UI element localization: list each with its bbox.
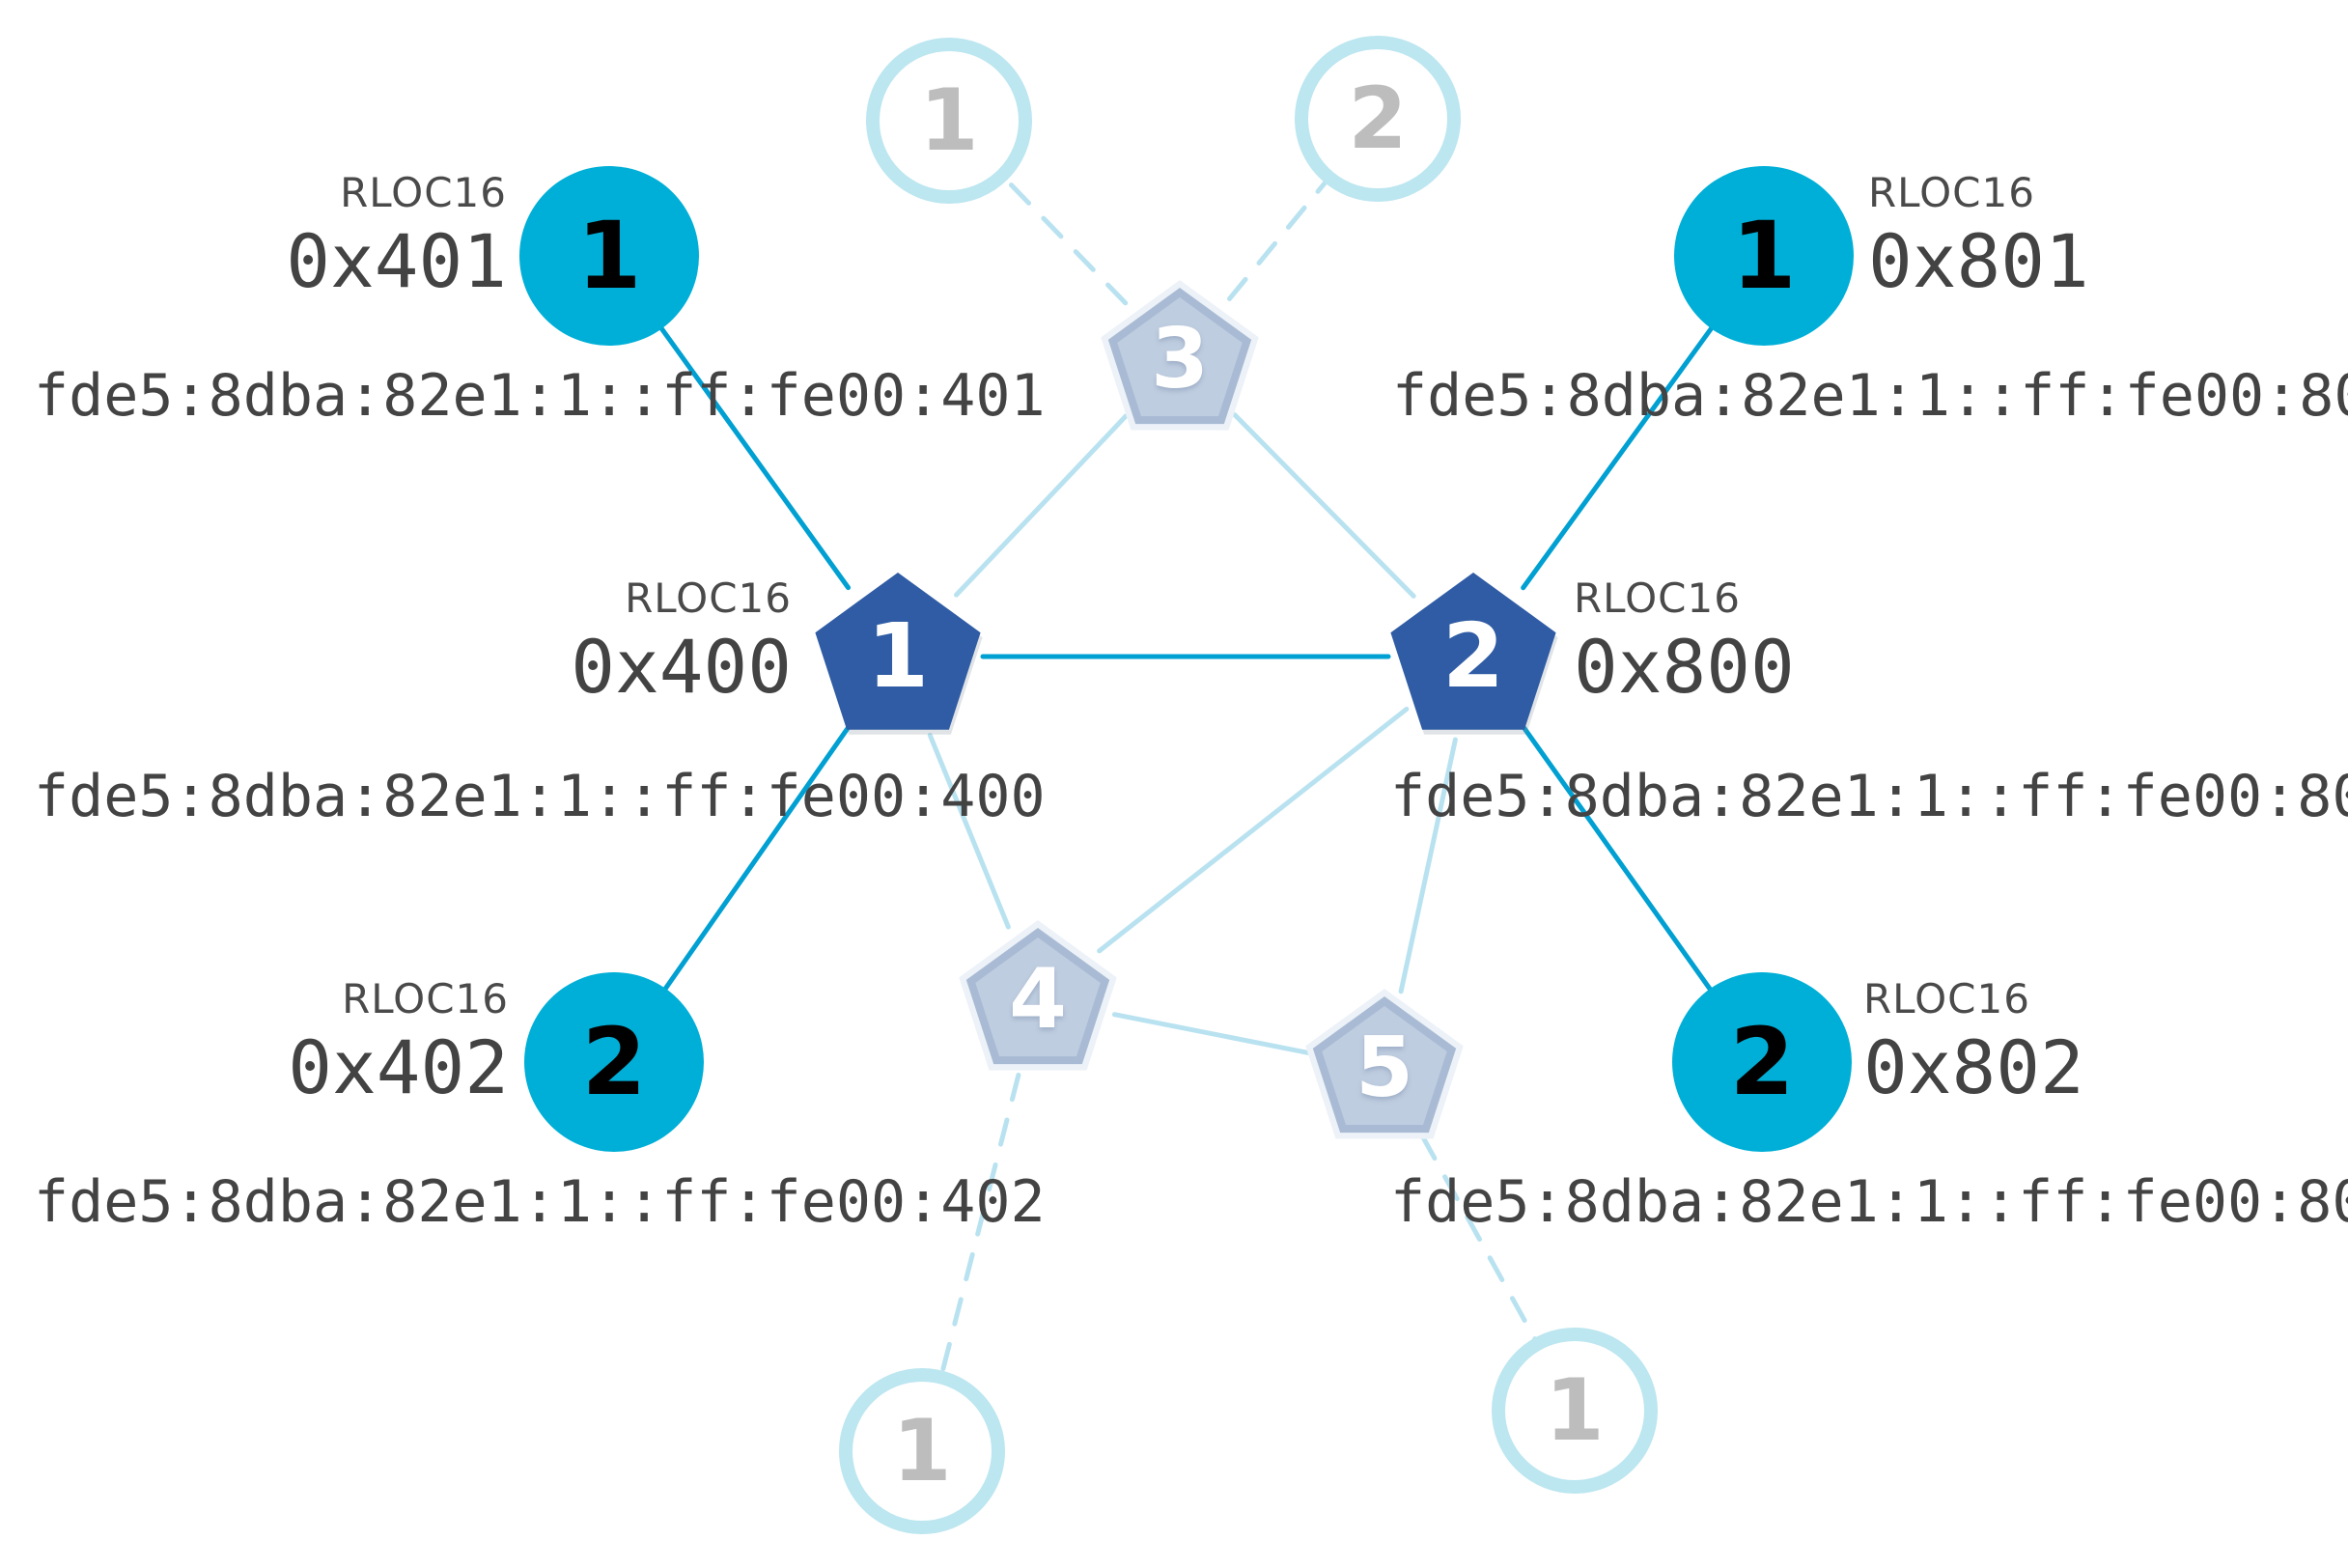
router-node-0x400[interactable]: 1	[806, 565, 990, 748]
faded-child-node[interactable]: 1	[1492, 1328, 1658, 1494]
rloc16-caption: RLOC16	[1574, 574, 1741, 622]
ipv6-address: fde5:8dba:82e1:1::ff:fe00:402	[34, 1168, 1046, 1236]
pentagon-icon	[1390, 573, 1558, 735]
faded-child-node-number: 1	[1545, 1360, 1605, 1460]
rloc16-caption: RLOC16	[1863, 975, 2030, 1022]
faded-router-node[interactable]: 5	[1300, 983, 1469, 1153]
ipv6-address: fde5:8dba:82e1:1::ff:fe00:801	[1392, 362, 2348, 430]
child-node-0x401[interactable]: 1	[519, 166, 699, 346]
ipv6-address: fde5:8dba:82e1:1::ff:fe00:802	[1390, 1168, 2348, 1236]
child-node-number: 1	[1731, 202, 1797, 310]
link-faded	[1097, 706, 1410, 954]
link-active	[1520, 723, 1715, 994]
faded-child-node-number: 1	[892, 1401, 952, 1500]
link-faded-dashed	[938, 1072, 1021, 1378]
rloc16-value: 0x400	[571, 624, 792, 710]
rloc16-caption: RLOC16	[625, 574, 792, 622]
faded-router-node[interactable]: 3	[1095, 274, 1265, 444]
link-active	[1521, 322, 1717, 591]
link-faded	[1232, 412, 1416, 599]
faded-child-node-number: 1	[919, 70, 979, 170]
link-active	[660, 723, 853, 994]
rloc16-caption: RLOC16	[342, 975, 509, 1022]
link-faded-dashed	[1001, 175, 1129, 306]
faded-child-node[interactable]: 2	[1295, 36, 1461, 202]
link-faded	[954, 413, 1129, 598]
child-node-0x802[interactable]: 2	[1672, 972, 1852, 1152]
pentagon-icon	[815, 573, 983, 735]
ipv6-address: fde5:8dba:82e1:1::ff:fe00:800	[1390, 763, 2348, 830]
child-node-number: 1	[576, 202, 642, 310]
child-node-0x402[interactable]: 2	[524, 972, 704, 1152]
link-faded	[1111, 1012, 1311, 1055]
rloc16-value: 0x402	[288, 1024, 509, 1110]
link-active	[657, 322, 852, 591]
faded-router-node[interactable]: 4	[953, 914, 1123, 1084]
link-faded	[1398, 737, 1458, 994]
pentagon-icon	[1101, 280, 1259, 431]
ipv6-address: fde5:8dba:82e1:1::ff:fe00:400	[34, 763, 1046, 830]
rloc16-value: 0x801	[1868, 218, 2089, 304]
child-node-number: 2	[581, 1008, 647, 1116]
rloc16-value: 0x800	[1574, 624, 1795, 710]
rloc16-value: 0x401	[286, 218, 507, 304]
child-node-number: 2	[1729, 1008, 1795, 1116]
ipv6-address: fde5:8dba:82e1:1::ff:fe00:401	[34, 362, 1046, 430]
link-faded	[927, 732, 1011, 930]
rloc16-caption: RLOC16	[1868, 169, 2035, 216]
pentagon-icon	[959, 920, 1117, 1071]
faded-child-node-number: 2	[1348, 69, 1408, 168]
link-faded-dashed	[1419, 1134, 1539, 1344]
child-node-0x801[interactable]: 1	[1674, 166, 1854, 346]
faded-child-node[interactable]: 1	[839, 1368, 1005, 1534]
rloc16-value: 0x802	[1863, 1024, 2084, 1110]
pentagon-icon	[1305, 989, 1464, 1139]
rloc16-caption: RLOC16	[340, 169, 507, 216]
faded-child-node[interactable]: 1	[866, 38, 1032, 204]
link-faded-dashed	[1226, 177, 1330, 301]
router-node-0x800[interactable]: 2	[1382, 565, 1565, 748]
